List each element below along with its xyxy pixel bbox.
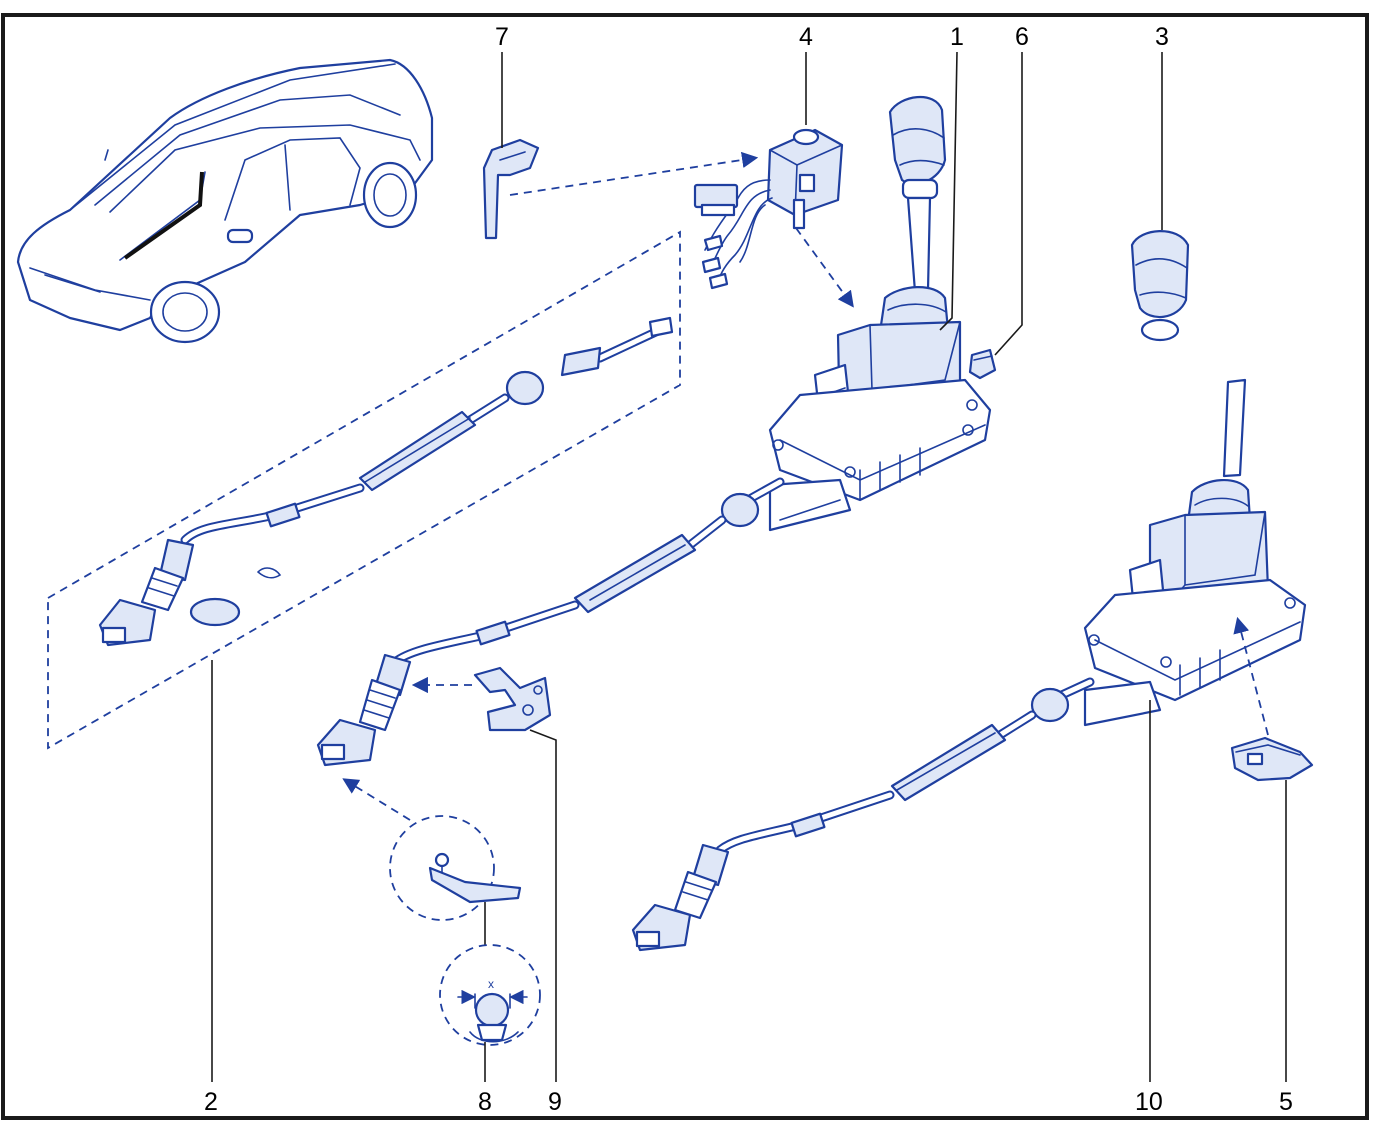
- gear-lever-assembly-part-10: [1083, 378, 1307, 727]
- dashed-arrow-5-to-10: [1233, 616, 1269, 736]
- nut-part-6: [968, 348, 997, 380]
- clip-part-7: [482, 138, 540, 240]
- switch-part-4: [693, 128, 844, 290]
- callout-10: 10: [1135, 1088, 1163, 1116]
- gear-lever-assembly-part-1: [768, 95, 992, 532]
- shift-cable-part-1: [316, 477, 785, 767]
- dashed-arrow-4-to-1: [795, 227, 854, 308]
- detail-bracket: [428, 852, 522, 904]
- shift-cable-part-10: [631, 677, 1095, 952]
- ball-joint-part-8: x: [457, 977, 528, 1043]
- car-illustration: [16, 58, 434, 344]
- callout-2: 2: [204, 1088, 218, 1116]
- dashed-box-part-2: [47, 230, 681, 750]
- callout-6: 6: [1015, 23, 1029, 51]
- callout-1: 1: [950, 23, 964, 51]
- shift-cable-part-2: [98, 316, 674, 647]
- switch-part-5: [1230, 736, 1314, 782]
- leader-6: [994, 52, 1023, 356]
- callout-7: 7: [495, 23, 509, 51]
- callout-8: 8: [478, 1088, 492, 1116]
- callout-3: 3: [1155, 23, 1169, 51]
- leader-1: [939, 51, 958, 331]
- callout-5: 5: [1279, 1088, 1293, 1116]
- callout-9: 9: [548, 1088, 562, 1116]
- detail-circle-ball: [439, 944, 541, 1046]
- leader-9: [529, 729, 557, 1082]
- callout-4: 4: [799, 23, 813, 51]
- detail-dimension-label: x: [488, 977, 494, 991]
- diagram-frame: [1, 13, 1369, 1120]
- bracket-part-9: [473, 666, 552, 732]
- gear-knob-part-3: [1130, 230, 1190, 342]
- detail-circle-bracket: [389, 815, 495, 921]
- dashed-arrow-detail-to-cable: [342, 778, 411, 821]
